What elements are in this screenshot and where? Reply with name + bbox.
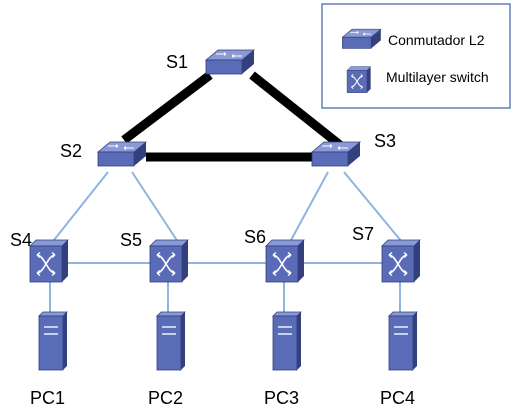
multilayer-switch-s4-icon: [29, 239, 69, 283]
pc4-icon: [388, 311, 418, 371]
label-s1: S1: [166, 52, 188, 72]
label-s3: S3: [374, 131, 396, 151]
label-s2: S2: [60, 141, 82, 161]
pc1-icon: [38, 311, 68, 371]
label-s4: S4: [10, 230, 32, 250]
switch-s1-icon: [205, 49, 255, 75]
label-s7: S7: [352, 224, 374, 244]
legend: Conmutador L2 Multilayer switch: [321, 3, 511, 109]
legend-multilayer-switch-icon: [346, 66, 372, 94]
switch-s3-icon: [311, 141, 361, 167]
link-s3-s6: [289, 171, 329, 243]
legend-l2-switch-label: Conmutador L2: [388, 32, 485, 48]
label-pc1: PC1: [30, 388, 65, 408]
link-s2-s5: [131, 171, 179, 243]
label-pc4: PC4: [380, 388, 415, 408]
label-pc2: PC2: [148, 388, 183, 408]
legend-multilayer-switch-label: Multilayer switch: [386, 69, 489, 85]
label-pc3: PC3: [264, 388, 299, 408]
trunk-link-s1-s2: [121, 71, 213, 144]
multilayer-switch-s5-icon: [149, 239, 189, 283]
label-s6: S6: [244, 227, 266, 247]
links: [49, 71, 403, 320]
label-s5: S5: [120, 230, 142, 250]
multilayer-switch-s6-icon: [265, 239, 305, 283]
pc2-icon: [156, 311, 186, 371]
multilayer-switch-s7-icon: [381, 239, 421, 283]
link-s2-s4: [53, 171, 109, 241]
pc3-icon: [272, 311, 302, 371]
link-s3-s7: [343, 171, 403, 243]
switch-s2-icon: [97, 141, 147, 167]
trunk-link-s1-s3: [249, 71, 343, 149]
